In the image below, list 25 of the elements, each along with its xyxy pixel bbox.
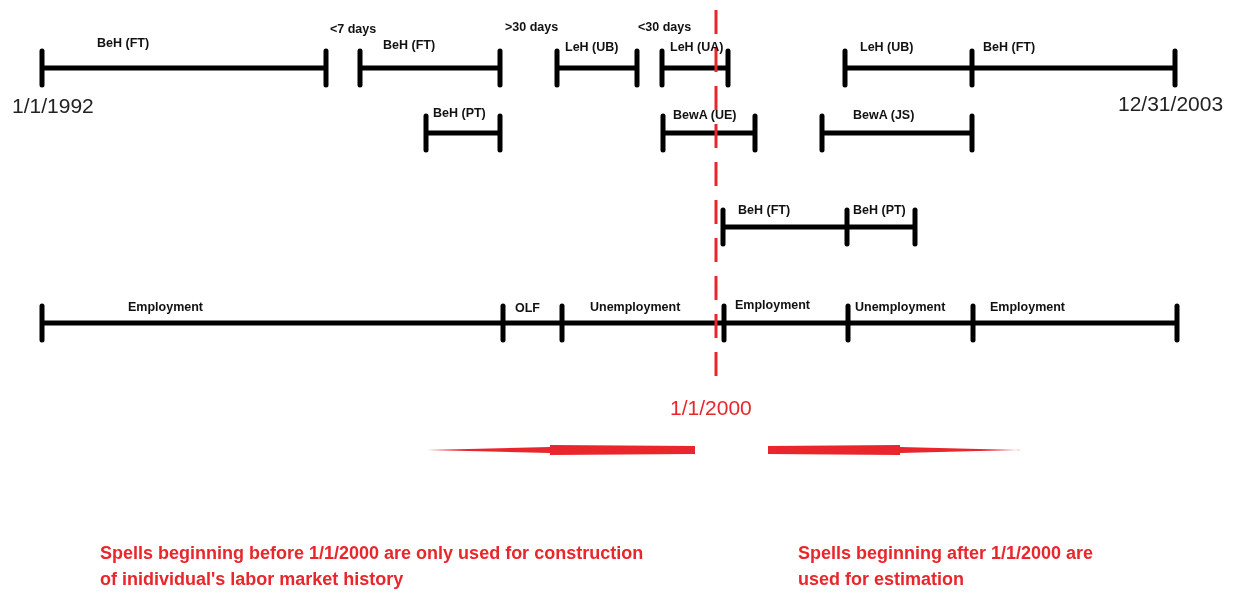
segment-label: BeH (FT) <box>97 36 150 50</box>
note: Spells beginning before 1/1/2000 are only used for construction of inidividual's labor market history <box>100 542 645 591</box>
gap-label: <30 days <box>638 20 692 34</box>
segment-label: BeH (FT) <box>383 38 436 52</box>
segment-label: LeH (UB) <box>860 40 914 54</box>
segment-label: BeH (PT) <box>853 203 906 217</box>
segment-label: BeH (FT) <box>738 203 791 217</box>
segment-label: BewA (UE) <box>673 108 737 122</box>
state-label: Employment <box>990 300 1065 314</box>
segment-label: BeH (PT) <box>433 106 486 120</box>
date-label: 1/1/1992 <box>12 94 94 118</box>
note: Spells beginning after 1/1/2000 are used for estimation <box>798 542 1095 591</box>
gap-label: <7 days <box>330 22 377 36</box>
date-label: 12/31/2003 <box>1118 92 1224 116</box>
state-label: Employment <box>128 300 203 314</box>
state-label: Unemployment <box>855 300 946 314</box>
date-label: 1/1/2000 <box>670 396 752 420</box>
segment-label: LeH (UB) <box>565 40 619 54</box>
segment-label: BeH (FT) <box>983 40 1036 54</box>
segment-label: LeH (UA) <box>670 40 724 54</box>
state-label: OLF <box>515 301 540 315</box>
state-label: Employment <box>735 298 810 312</box>
gap-label: >30 days <box>505 20 559 34</box>
state-label: Unemployment <box>590 300 681 314</box>
segment-label: BewA (JS) <box>853 108 915 122</box>
